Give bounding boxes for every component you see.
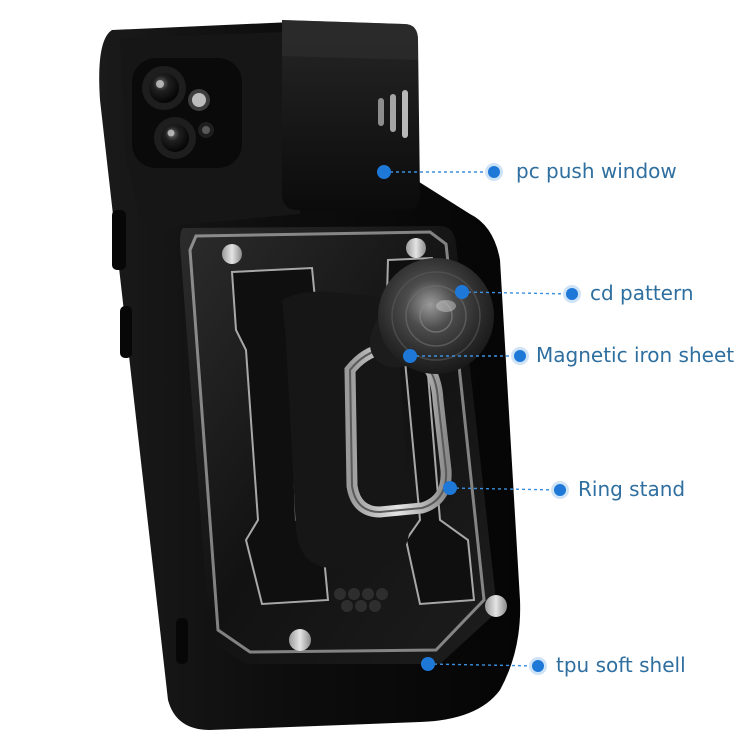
dot-tpu-start [421,657,435,671]
label-cd-pattern: cd pattern [590,281,694,305]
callout-lines [384,171,573,667]
label-magnetic-iron-sheet: Magnetic iron sheet [536,343,735,367]
dot-pc-push-window-start [377,165,391,179]
dot-ring-stand-end [551,481,569,499]
dot-magnetic-end [511,347,529,365]
label-pc-push-window: pc push window [516,159,677,183]
pc-push-window-slider [282,20,420,210]
dot-tpu-end [529,657,547,675]
dot-pc-push-window-end [485,163,503,181]
camera-module [132,58,242,168]
dot-cd-pattern-start [455,285,469,299]
dot-cd-pattern-end [563,285,581,303]
callout-dots [377,163,581,675]
dot-ring-stand-start [443,481,457,495]
label-tpu-soft-shell: tpu soft shell [556,653,686,677]
label-ring-stand: Ring stand [578,477,686,501]
dot-magnetic-start [403,349,417,363]
